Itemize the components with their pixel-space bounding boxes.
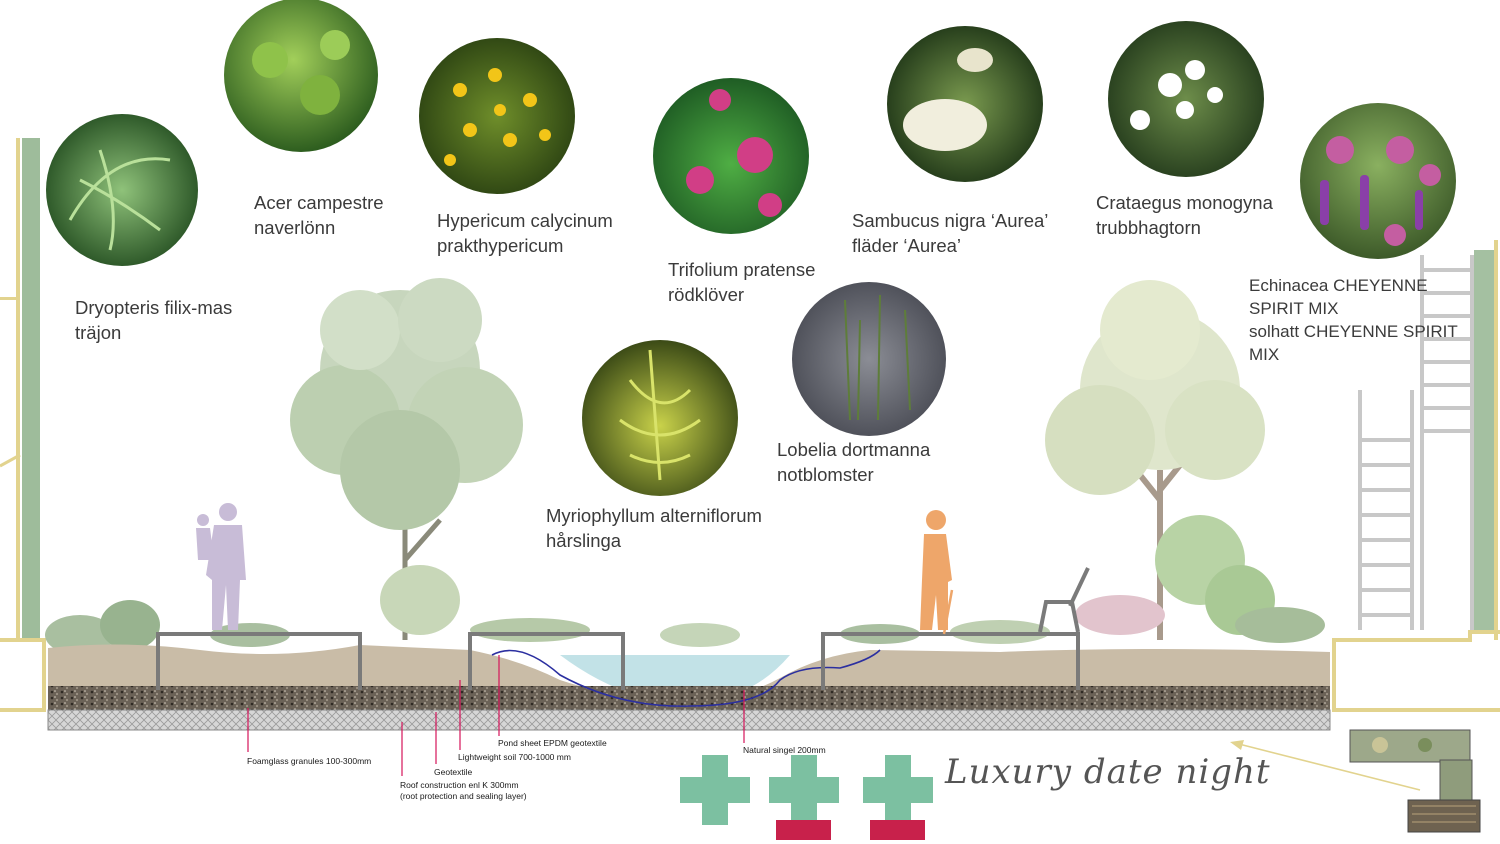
common-name: trubbhagtorn (1096, 217, 1201, 238)
clover-photo (653, 78, 809, 234)
site-plan-thumbnail (1349, 729, 1481, 833)
echinacea-line: SPIRIT MIX (1249, 299, 1339, 318)
plus-icon (863, 755, 933, 825)
common-name: notblomster (777, 464, 874, 485)
plant-label-lobelia: Lobelia dortmanna notblomster (777, 437, 930, 487)
latin-name: Crataegus monogyna (1096, 192, 1273, 213)
lobelia-photo (792, 282, 946, 436)
minus-icon (776, 820, 831, 840)
plant-label-hypericum: Hypericum calycinum prakthypericum (437, 208, 613, 258)
latin-name: Lobelia dortmanna (777, 439, 931, 460)
bench (1038, 567, 1090, 633)
maple-photo (224, 0, 378, 152)
echinacea-photo (1300, 103, 1456, 259)
layer-label-lightweight: Lightweight soil 700-1000 mm (458, 752, 571, 762)
common-name: naverlönn (254, 217, 336, 238)
latin-name: Hypericum calycinum (437, 210, 613, 231)
myriophyllum-photo (582, 340, 738, 496)
latin-name: Dryopteris filix-mas (75, 297, 233, 318)
pointer-arrow (1230, 740, 1421, 791)
minus-icon (870, 820, 925, 840)
latin-name: Trifolium pratense (668, 259, 816, 280)
layer-label-pond: Pond sheet EPDM geotextile (498, 738, 607, 748)
hypericum-photo (419, 38, 575, 194)
common-name: fläder ‘Aurea’ (852, 235, 962, 256)
tree-right (1045, 280, 1275, 640)
roof-line: (root protection and sealing layer) (400, 791, 527, 801)
plant-label-trifolium: Trifolium pratense rödklöver (668, 257, 815, 307)
hawthorn-photo (1108, 21, 1264, 177)
plant-label-crataegus: Crataegus monogyna trubbhagtorn (1096, 190, 1273, 240)
echinacea-line: Echinacea CHEYENNE (1249, 276, 1428, 295)
common-name: rödklöver (668, 284, 745, 305)
common-name: prakthypericum (437, 235, 564, 256)
common-name: träjon (75, 322, 122, 343)
latin-name: Myriophyllum alterniflorum (546, 505, 762, 526)
plant-label-acer: Acer campestre naverlönn (254, 190, 384, 240)
pond-liner (491, 649, 881, 707)
layer-label-geotextile: Geotextile (434, 767, 473, 777)
frames (156, 632, 1080, 690)
fern-photo (46, 114, 198, 266)
common-name: hårslinga (546, 530, 622, 551)
elder-photo (887, 26, 1043, 182)
roof-construction (47, 709, 1331, 731)
latin-name: Acer campestre (254, 192, 384, 213)
left-wall (0, 138, 46, 712)
person-with-child (196, 503, 246, 630)
layer-label-foamglass: Foamglass granules 100-300mm (247, 756, 372, 766)
plant-label-dryopteris: Dryopteris filix-mas träjon (75, 295, 232, 345)
right-wall (1332, 240, 1500, 712)
plus-icon (680, 755, 750, 825)
staircase (1358, 255, 1474, 630)
leader-lines (247, 655, 745, 776)
plant-label-myriophyllum: Myriophyllum alterniflorum hårslinga (546, 503, 762, 553)
plus-icon (769, 755, 839, 825)
plant-label-sambucus: Sambucus nigra ‘Aurea’ fläder ‘Aurea’ (852, 208, 1048, 258)
layer-label-singel: Natural singel 200mm (743, 745, 826, 755)
echinacea-line: MIX (1249, 345, 1280, 364)
echinacea-line: solhatt CHEYENNE SPIRIT (1249, 322, 1458, 341)
caption: Luxury date night (945, 752, 1271, 792)
person-with-cane (920, 510, 954, 635)
layer-label-roof: Roof construction enl K 300mm (root prot… (400, 780, 527, 802)
plant-label-echinacea: Echinacea CHEYENNE SPIRIT MIX solhatt CH… (1249, 274, 1458, 366)
latin-name: Sambucus nigra ‘Aurea’ (852, 210, 1049, 231)
roof-line: Roof construction enl K 300mm (400, 780, 519, 790)
